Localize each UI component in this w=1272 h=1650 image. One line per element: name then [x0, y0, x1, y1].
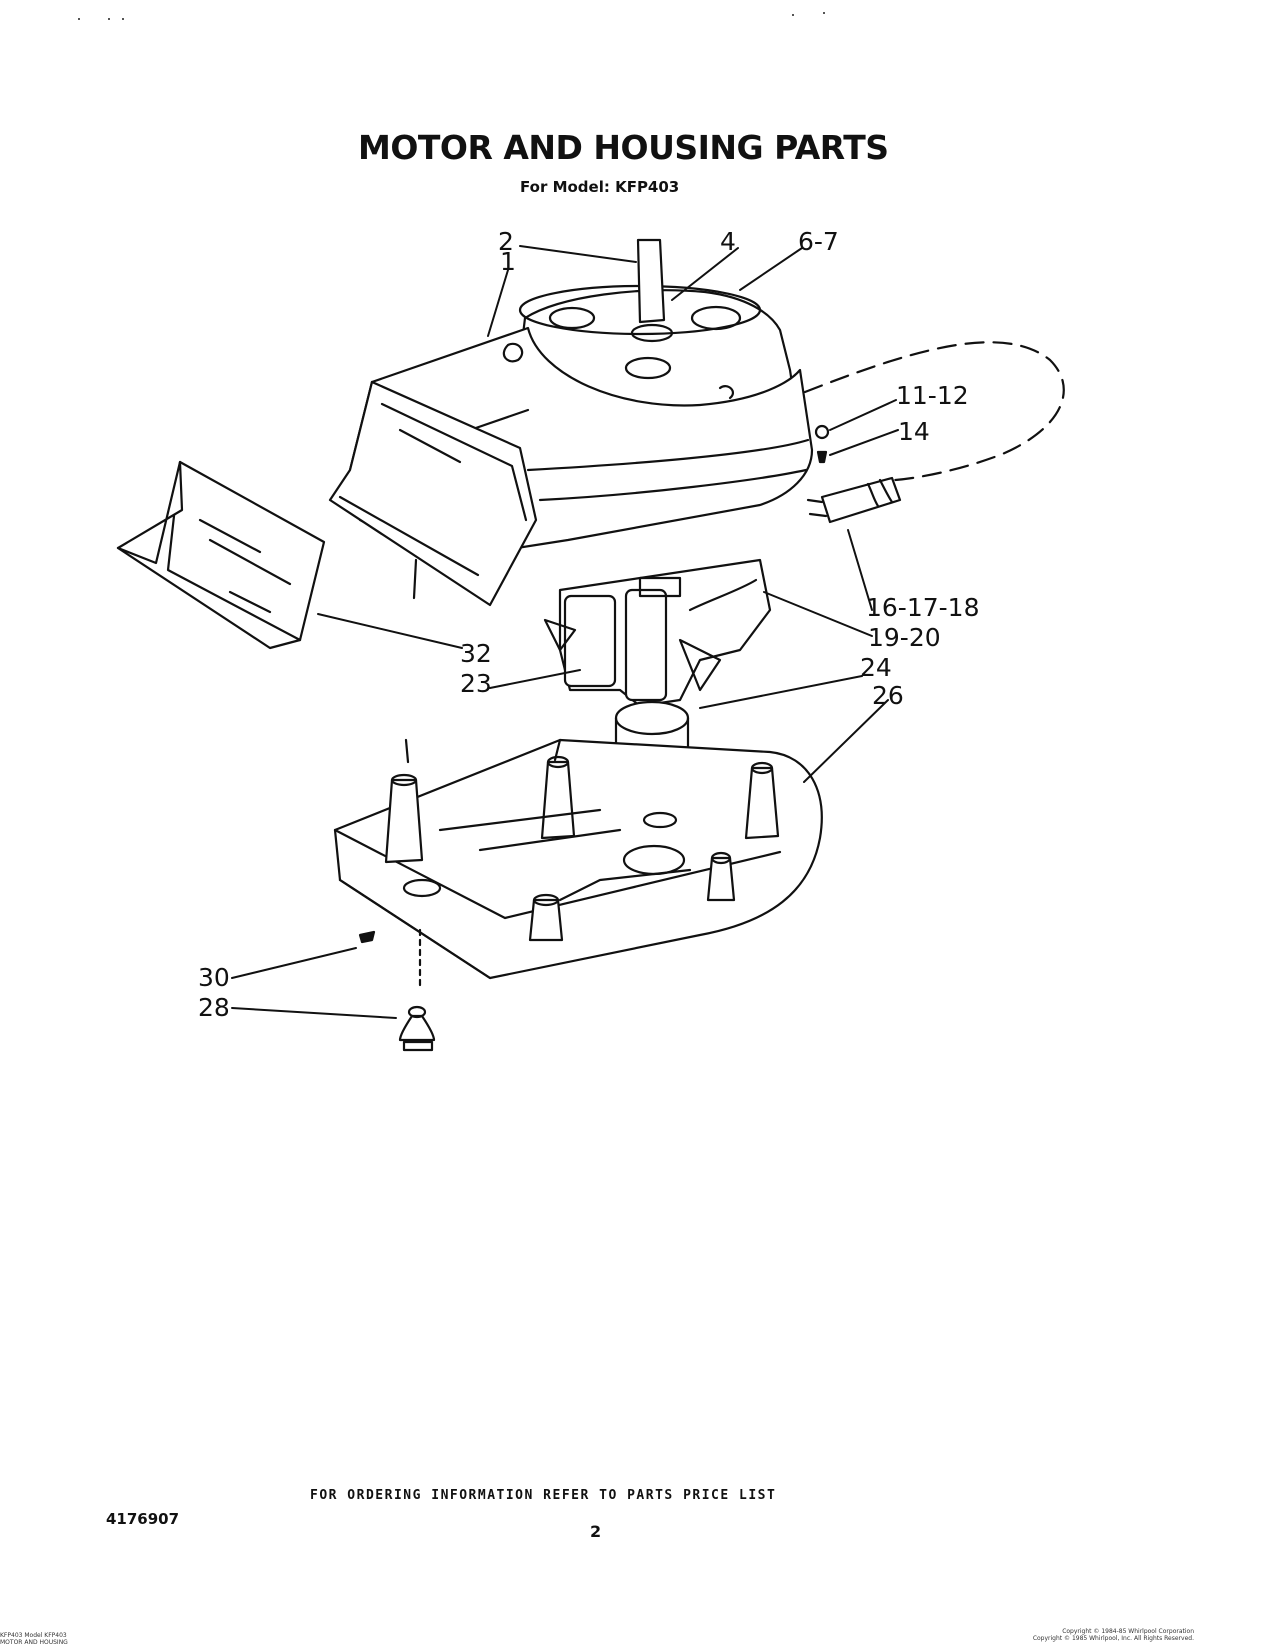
copyright-line: Copyright © 1984-85 Whirlpool Corporatio…: [1062, 1628, 1194, 1635]
model-subtitle: For Model: KFP403: [520, 178, 680, 196]
leader-lines: [231, 245, 899, 1019]
callout-14: 14: [898, 417, 930, 446]
callout-4: 4: [720, 227, 736, 256]
fine-print-line: KFP403 Model KFP403: [0, 1632, 67, 1639]
cover-plate-drawing: [116, 460, 326, 650]
callout-23: 23: [460, 669, 492, 698]
scan-speck: [108, 18, 110, 20]
callout-1: 1: [500, 247, 516, 276]
callout-19-20: 19-20: [868, 623, 941, 652]
scan-speck: [792, 14, 794, 16]
callout-11-12: 11-12: [896, 381, 969, 410]
callout-30: 30: [198, 963, 230, 992]
fine-print-left: KFP403 Model KFP403 MOTOR AND HOUSING: [0, 1632, 68, 1646]
callout-16-17-18: 16-17-18: [866, 593, 979, 622]
document-number: 4176907: [106, 1510, 180, 1528]
callout-24: 24: [860, 653, 892, 682]
callout-6-7: 6-7: [798, 227, 839, 256]
base-drawing: [333, 738, 823, 1052]
callout-labels: 2 1 4 6-7 11-12 14 16-17-18 19-20 32 23 …: [198, 227, 979, 1022]
page-title: MOTOR AND HOUSING PARTS: [358, 128, 889, 167]
copyright-notice: Copyright © 1984-85 Whirlpool Corporatio…: [1033, 1628, 1194, 1642]
scan-speck: [122, 18, 124, 20]
ordering-note: FOR ORDERING INFORMATION REFER TO PARTS …: [310, 1488, 777, 1503]
page-number: 2: [590, 1522, 602, 1541]
callout-26: 26: [872, 681, 904, 710]
copyright-line: Copyright © 1985 Whirlpool, Inc. All Rig…: [1032, 1635, 1194, 1642]
fine-print-line: MOTOR AND HOUSING: [0, 1639, 68, 1646]
callout-28: 28: [198, 993, 230, 1022]
callout-32: 32: [460, 639, 492, 668]
callout-2: 2: [498, 227, 514, 256]
scan-speck: [823, 12, 825, 14]
motor-housing-drawing: [328, 238, 1065, 708]
scan-speck: [78, 18, 80, 20]
